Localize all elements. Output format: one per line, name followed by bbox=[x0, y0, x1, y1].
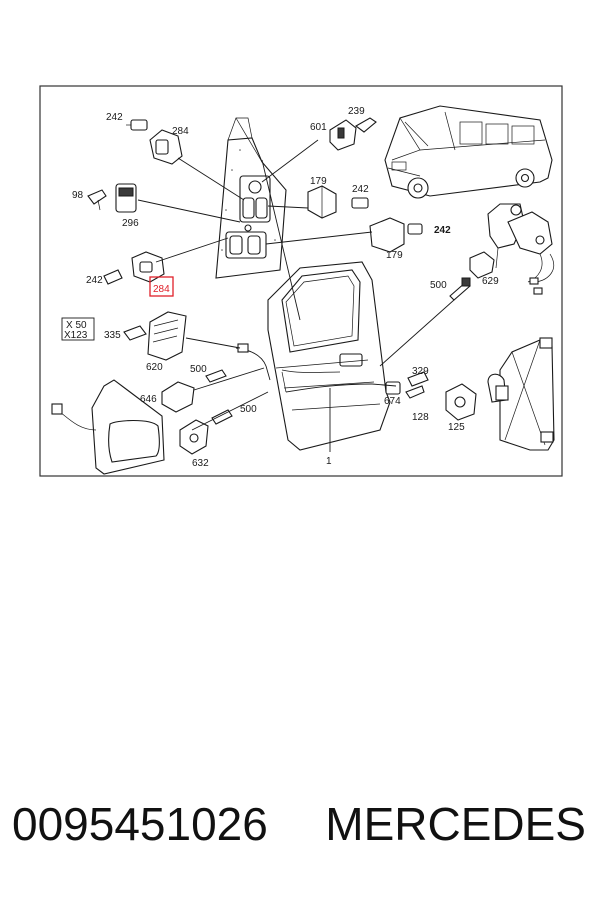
part-number: 0095451026 bbox=[12, 798, 268, 850]
part-674-plug bbox=[385, 381, 401, 395]
part-179-relay-lower bbox=[369, 217, 423, 253]
part-632-module bbox=[179, 419, 209, 455]
van-illustration bbox=[384, 105, 553, 199]
code-box: X 50 X123 bbox=[61, 317, 95, 341]
window-regulator bbox=[487, 337, 555, 451]
brand-name: MERCEDES bbox=[325, 798, 586, 850]
label-98: 98 bbox=[72, 190, 84, 201]
door-shell bbox=[267, 261, 391, 451]
part-601-switch bbox=[329, 119, 357, 151]
part-242-connector-mid bbox=[351, 197, 369, 209]
part-500-connector-lower bbox=[211, 409, 233, 425]
door-lock-mechanism bbox=[487, 203, 555, 295]
label-601: 601 bbox=[310, 122, 327, 133]
part-125-lock bbox=[445, 383, 477, 421]
code-box-line1: X 50 bbox=[66, 320, 87, 331]
part-labels: 242 239 284 601 98 296 179 242 242 179 2… bbox=[72, 106, 499, 469]
part-620-module bbox=[147, 311, 187, 361]
label-242-top: 242 bbox=[106, 112, 123, 123]
part-98-screw bbox=[87, 189, 107, 211]
part-239-clip bbox=[355, 117, 377, 133]
label-296: 296 bbox=[122, 218, 139, 229]
part-128-screw bbox=[405, 385, 425, 399]
part-179-relay-upper bbox=[307, 185, 337, 219]
label-632: 632 bbox=[192, 458, 209, 469]
label-284-highlight: 284 bbox=[153, 284, 170, 295]
label-284-top: 284 bbox=[172, 126, 189, 137]
pillar-panel bbox=[215, 117, 287, 279]
label-335: 335 bbox=[104, 330, 121, 341]
side-mirror bbox=[51, 379, 165, 475]
label-1: 1 bbox=[326, 456, 332, 467]
label-179-lower: 179 bbox=[386, 250, 403, 261]
label-239: 239 bbox=[348, 106, 365, 117]
label-620: 620 bbox=[146, 362, 163, 373]
label-242-mid: 242 bbox=[352, 184, 369, 195]
part-296-cover bbox=[115, 183, 137, 213]
part-242-connector-top bbox=[126, 119, 148, 131]
label-646: 646 bbox=[140, 394, 157, 405]
label-500-upper: 500 bbox=[430, 280, 447, 291]
part-284-switch-left bbox=[131, 251, 165, 283]
label-329: 329 bbox=[412, 366, 429, 377]
highlight-box-284 bbox=[149, 276, 174, 297]
part-335-clip bbox=[123, 325, 147, 341]
part-646-module bbox=[161, 381, 195, 413]
label-179-upper: 179 bbox=[310, 176, 327, 187]
leader-lines bbox=[137, 139, 455, 452]
label-242-left: 242 bbox=[86, 275, 103, 286]
label-500-mid: 500 bbox=[190, 364, 207, 375]
label-125: 125 bbox=[448, 422, 465, 433]
part-284-switch-top bbox=[149, 129, 183, 165]
label-242-bold: 242 bbox=[434, 225, 451, 236]
label-629: 629 bbox=[482, 276, 499, 287]
part-629-block bbox=[469, 251, 495, 279]
label-674: 674 bbox=[384, 396, 401, 407]
part-329-clip bbox=[407, 371, 429, 387]
part-500-connector-mid bbox=[205, 369, 227, 383]
part-500-connector-upper bbox=[449, 277, 471, 301]
part-242-connector-left bbox=[103, 269, 123, 285]
label-128: 128 bbox=[412, 412, 429, 423]
label-500-lower: 500 bbox=[240, 404, 257, 415]
code-box-line2: X123 bbox=[64, 330, 88, 341]
